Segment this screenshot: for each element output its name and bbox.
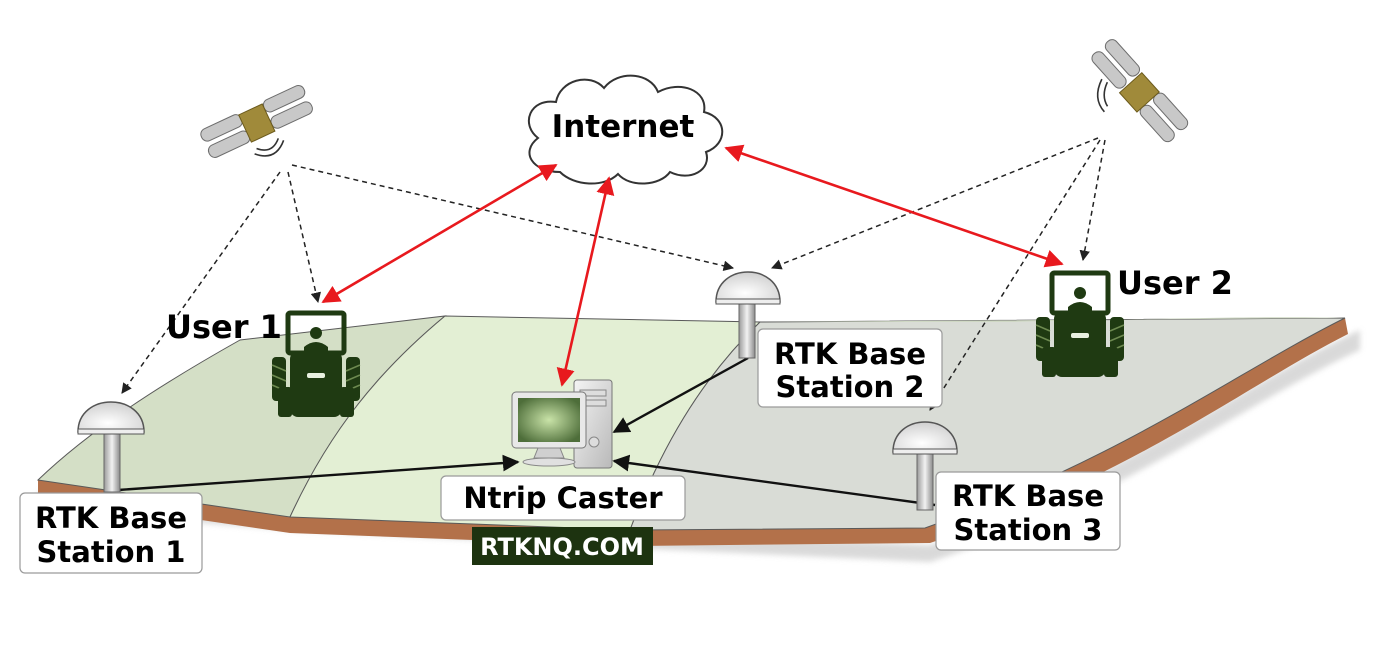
watermark-badge: RTKNQ.COM [472,527,653,565]
link-internet-user2 [724,144,1064,268]
signal-sat1-user1 [287,171,321,304]
user2-label: User 2 [1117,264,1233,302]
antenna-icon [715,271,781,359]
signal-sat2-base2 [771,137,1099,270]
base3-line2: Station 3 [954,513,1103,547]
tractor-icon [271,310,361,417]
base-data-links [117,356,936,507]
antenna-icon [892,421,958,511]
base1-line1: RTK Base [35,501,187,535]
base2-line2: Station 2 [776,370,925,404]
base3-line1: RTK Base [952,479,1104,513]
signal-sat1-base1 [121,171,281,394]
field [36,315,1360,562]
signal-sat2-base3 [929,139,1101,411]
base-station-1-label: RTK Base Station 1 [19,492,203,574]
link-internet-user1 [321,163,558,304]
base-station-3-label: RTK Base Station 3 [935,471,1121,551]
watermark-text: RTKNQ.COM [480,533,644,561]
link-internet-caster [556,176,615,387]
base1-line2: Station 1 [37,535,186,569]
satellite-icon [1091,39,1189,143]
signal-sat2-user2 [1079,139,1106,262]
link-base2-caster [612,356,749,434]
internet-links [321,144,1064,387]
user1-label: User 1 [166,308,282,346]
antenna-icon [77,401,145,493]
link-base1-caster [117,454,520,492]
signal-sat1-base2 [291,164,735,271]
computer-icon [511,379,613,469]
ntrip-caster-text: Ntrip Caster [463,481,663,515]
base2-line1: RTK Base [774,337,926,371]
link-base3-caster [612,454,936,507]
satellite-icon [200,85,313,158]
ntrip-caster-label: Ntrip Caster [440,475,686,521]
base-station-2-label: RTK Base Station 2 [757,328,943,408]
internet-label: Internet [552,109,695,145]
tractor-icon [1035,270,1125,377]
cloud-icon [527,74,724,185]
